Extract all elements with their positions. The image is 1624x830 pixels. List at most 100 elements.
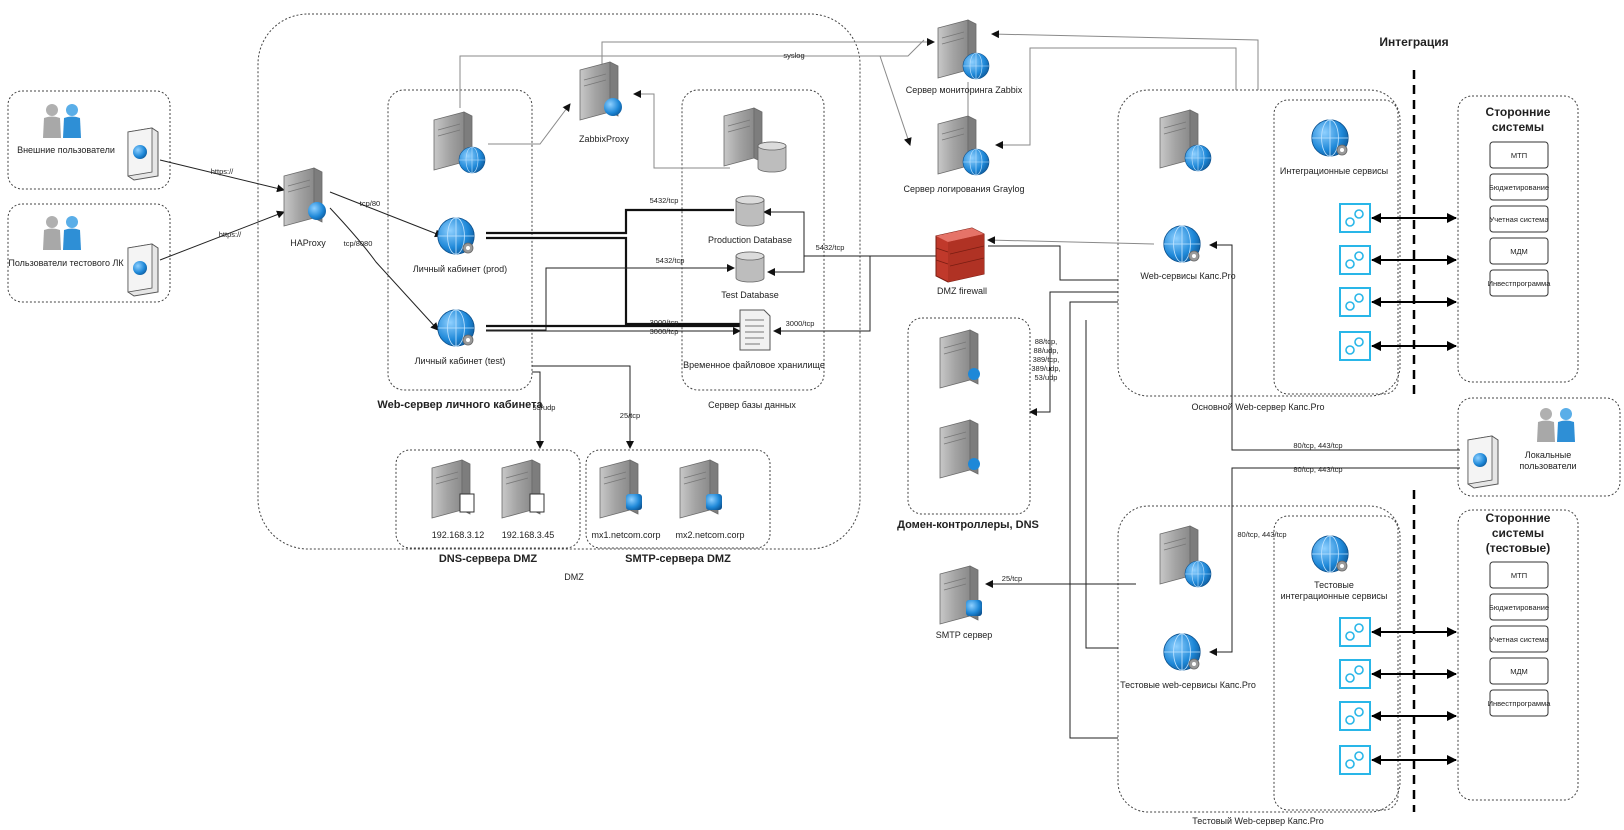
edge-label: 3000/tcp [650,318,679,327]
mx2-server-icon [679,459,722,519]
ext-test-system-label: МДМ [1510,667,1528,676]
test-web-services-globe-icon [1163,633,1201,671]
local-users-panel-icon [1467,435,1499,489]
edge-label: 80/tcp, 443/tcp [1293,441,1342,450]
ext-systems-list [1489,141,1549,297]
db-server-icon [723,107,787,173]
domain-group [907,317,1031,515]
dc1-server-icon [939,329,980,389]
edge-tcp25-dmz [532,365,634,449]
file-storage-icon [739,309,771,351]
edge-fw-testdb [767,256,805,276]
edge-test-domain [1085,320,1118,649]
zabbix-label: Сервер мониторинга Zabbix [906,85,1023,95]
test-db-label: Test Database [721,290,779,300]
local-users-person-icon [1537,408,1575,442]
integration-arrows-main [1371,213,1457,351]
ext-test-system-label: Учетная система [1489,635,1549,644]
firewall-label: DMZ firewall [937,286,987,296]
gearbox-icon [1339,701,1371,731]
db-server-group [681,89,825,391]
integration-header: Интеграция [1379,35,1448,49]
ext-users-label: Внешние пользователи [17,145,115,155]
edge-ldap [1029,291,1118,416]
haproxy-server-icon [283,167,326,227]
edge-local-test-ws [1209,467,1460,656]
main-int-group [1273,99,1399,395]
zabbix-server-icon [937,19,990,80]
edge-graylog [879,55,912,146]
edge-fw-db [763,208,936,257]
edge-tcp8080 [329,207,439,331]
edge-label: 53/udp [533,403,556,412]
test-users-panel-icon [127,243,159,297]
test-db-icon [735,251,765,283]
web-services-label: Web-сервисы Капс.Pro [1140,271,1235,281]
test-int-group [1273,515,1399,811]
graylog-server-icon [937,115,990,176]
ext-users-panel-icon [127,127,159,181]
edge-db-zabbixproxy [633,90,730,169]
edge-udp53 [532,371,544,449]
web-lk-label: Web-сервер личного кабинета [377,399,543,411]
haproxy-label: HAProxy [290,238,326,248]
domain-label: Домен-контроллеры, DNS [897,519,1039,531]
edge-label: https:// [219,230,242,239]
edge-test-domain2 [1069,301,1118,739]
ext-users-person-icon [43,104,81,138]
edge-syslog-proxy [601,38,935,70]
ext-test-systems-list [1489,561,1549,717]
edge-main-graylog [995,47,1237,149]
edge-ldap-label: 88/tcp,88/udp,389/tcp,389/udp,53/udp [1031,337,1060,382]
edge-syslog-lk [459,39,925,108]
prod-db-label: Production Database [708,235,792,245]
ext-test-system-label: Инвестпрограмма [1488,699,1552,708]
firewall-icon [935,227,985,283]
edge-label: tcp/80 [360,199,380,208]
main-kaps-group [1117,89,1401,397]
edge-label: tcp/8080 [344,239,373,248]
dmz-group [257,13,861,550]
lk-prod-globe-icon [437,217,475,255]
edge-tcp80 [329,191,443,238]
file-storage-label: Временное файловое хранилище [683,360,825,370]
gearbox-icon [1339,287,1371,317]
test-kaps-label: Тестовый Web-сервер Капс.Pro [1192,816,1323,826]
test-users-label: Пользователи тестового ЛК [8,258,124,268]
zabbixproxy-server-icon [579,61,622,121]
edge-label: 5432/tcp [650,196,679,205]
mx1-label: mx1.netcom.corp [591,530,660,540]
edge-label: https:// [211,167,234,176]
edge-label: 3000/tcp [786,319,815,328]
dns2-label: 192.168.3.45 [502,530,555,540]
edge-prod-db [486,208,734,235]
lk-prod-label: Личный кабинет (prod) [413,264,507,274]
gearbox-icon [1339,659,1371,689]
edge-test-firewall [988,245,1118,281]
edge-label: 25/tcp [1002,574,1022,583]
edge-label: 3000/tcp [650,327,679,336]
edge-label: 80/tcp, 443/tcp [1293,465,1342,474]
web-services-globe-icon [1163,225,1201,263]
gearbox-icon [1339,245,1371,275]
dc2-server-icon [939,419,980,479]
gearbox-icon [1339,203,1371,233]
gearbox-icon [1339,745,1371,775]
test-users-person-icon [43,216,81,250]
edge-fw-file [773,256,871,335]
ext-test-system-label: МТП [1511,571,1527,580]
edge-label: 5432/tcp [656,256,685,265]
ext-systems-group [1457,95,1579,383]
edge-label: 25/tcp [620,411,640,420]
prod-db-icon [735,195,765,227]
gearbox-icon [1339,331,1371,361]
edge-https-test [159,210,285,261]
smtp-label: SMTP сервер [936,630,993,640]
test-web-services-label: Тестовые web-сервисы Капс.Pro [1120,680,1256,690]
dns1-server-icon [431,459,475,519]
int-services-label: Интеграционные сервисы [1280,166,1388,176]
